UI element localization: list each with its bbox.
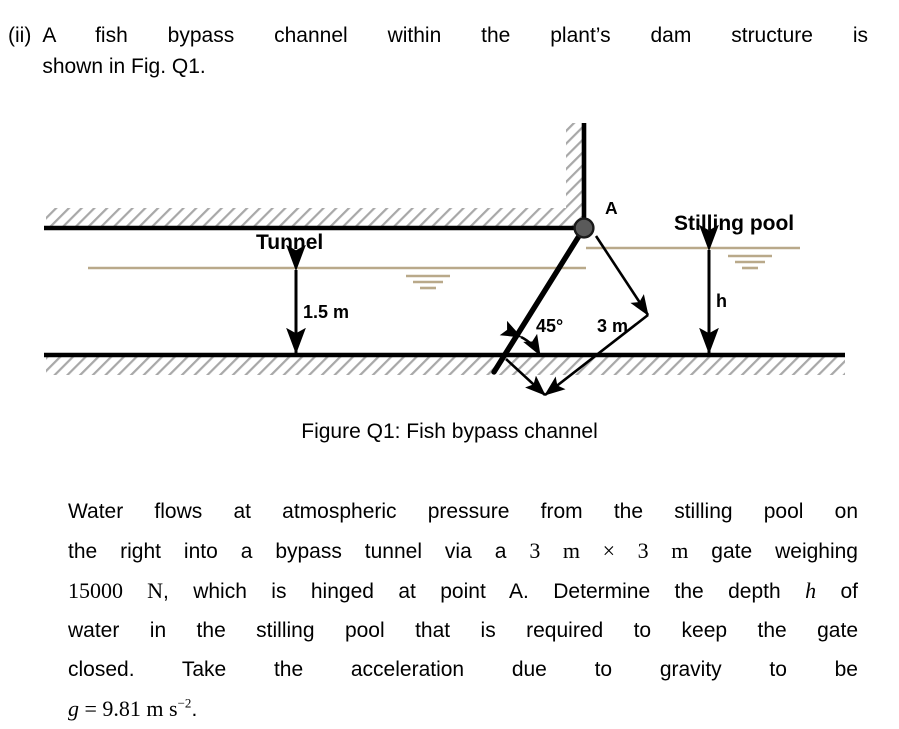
hinge-joint-a xyxy=(573,217,595,239)
problem-line-4-text: water in the stilling pool that is requi… xyxy=(68,619,858,642)
bypass-gate xyxy=(491,225,587,375)
tunnel-ceiling-hatching xyxy=(46,208,580,228)
stilling-pool-label: Stilling pool xyxy=(674,212,794,235)
hinge-label-a: A xyxy=(605,198,618,218)
problem-line-1: Water flows at atmospheric pressure from… xyxy=(68,492,858,531)
gate-length-label: 3 m xyxy=(597,316,628,336)
gate-angle-label: 45° xyxy=(536,316,563,336)
pool-depth-label: h xyxy=(716,291,727,311)
problem-line-3-text-a: , which is hinged at point A. Determine … xyxy=(162,580,806,603)
question-line-2: shown in Fig. Q1. xyxy=(42,55,206,78)
water-surface-lines xyxy=(88,246,800,290)
gate-foot-arrow-line xyxy=(505,358,546,396)
hinge-circle xyxy=(573,217,595,239)
problem-line-6: g = 9.81 m s−2. xyxy=(68,689,858,729)
problem-line-6-period: . xyxy=(191,698,198,721)
problem-line-2-text-b: gate weighing xyxy=(688,540,858,563)
problem-line-3-text-b: of xyxy=(816,580,858,603)
tunnel-water-level-symbol xyxy=(406,274,450,290)
gate-length-upper-arrow xyxy=(594,235,650,316)
problem-line-4: water in the stilling pool that is requi… xyxy=(68,611,858,650)
problem-line-5: closed. Take the acceleration due to gra… xyxy=(68,650,858,689)
gate-angle-annotation: 45° xyxy=(499,316,563,356)
tunnel-depth-label: 1.5 m xyxy=(303,302,349,322)
gate-foot-arrow xyxy=(505,358,546,396)
gate-weight-math: 15000 N xyxy=(68,578,163,603)
tunnel-depth-dimension: 1.5 m xyxy=(286,244,349,355)
depth-symbol-math: h xyxy=(805,578,817,603)
question-line-1: A fish bypass channel within the plant’s… xyxy=(42,24,868,47)
problem-line-3: 15000 N, which is hinged at point A. Det… xyxy=(68,571,858,611)
problem-line-5-text: closed. Take the acceleration due to gra… xyxy=(68,658,858,681)
gate-plate xyxy=(491,225,587,375)
gravity-exponent: −2 xyxy=(177,695,192,711)
question-marker: (ii) xyxy=(8,24,32,47)
problem-line-2-text-a: the right into a bypass tunnel via a xyxy=(68,540,530,563)
ground-hatching xyxy=(46,355,845,375)
problem-line-1-text: Water flows at atmospheric pressure from… xyxy=(68,500,858,523)
gate-length-dimension: 3 m xyxy=(544,235,650,397)
gravity-symbol-math: g xyxy=(68,696,79,721)
stilling-pool-water-level-symbol xyxy=(728,254,772,270)
fish-bypass-channel-diagram: A 45° 3 m 1.5 m h Tunnel Stilling pool xyxy=(44,123,845,397)
question-text: A fish bypass channel within the plant’s… xyxy=(42,20,868,82)
gate-length-lower-arrow xyxy=(544,313,649,397)
question-stem: (ii) A fish bypass channel within the pl… xyxy=(8,20,868,82)
problem-line-2: the right into a bypass tunnel via a 3 m… xyxy=(68,531,858,571)
figure-q1: A 45° 3 m 1.5 m h Tunnel Stilling pool xyxy=(0,110,899,400)
figure-caption: Figure Q1: Fish bypass channel xyxy=(301,420,598,443)
structure-outlines xyxy=(44,123,845,358)
problem-statement: Water flows at atmospheric pressure from… xyxy=(68,492,858,729)
gravity-value-text: = 9.81 m s xyxy=(79,696,178,721)
angle-arc xyxy=(499,320,542,356)
gravity-value-math: = 9.81 m s−2 xyxy=(79,695,192,721)
pool-depth-dimension: h xyxy=(699,224,727,355)
tunnel-label: Tunnel xyxy=(256,231,323,254)
dam-wall-hatching xyxy=(566,123,586,228)
gate-dimensions-math: 3 m × 3 m xyxy=(529,538,689,563)
